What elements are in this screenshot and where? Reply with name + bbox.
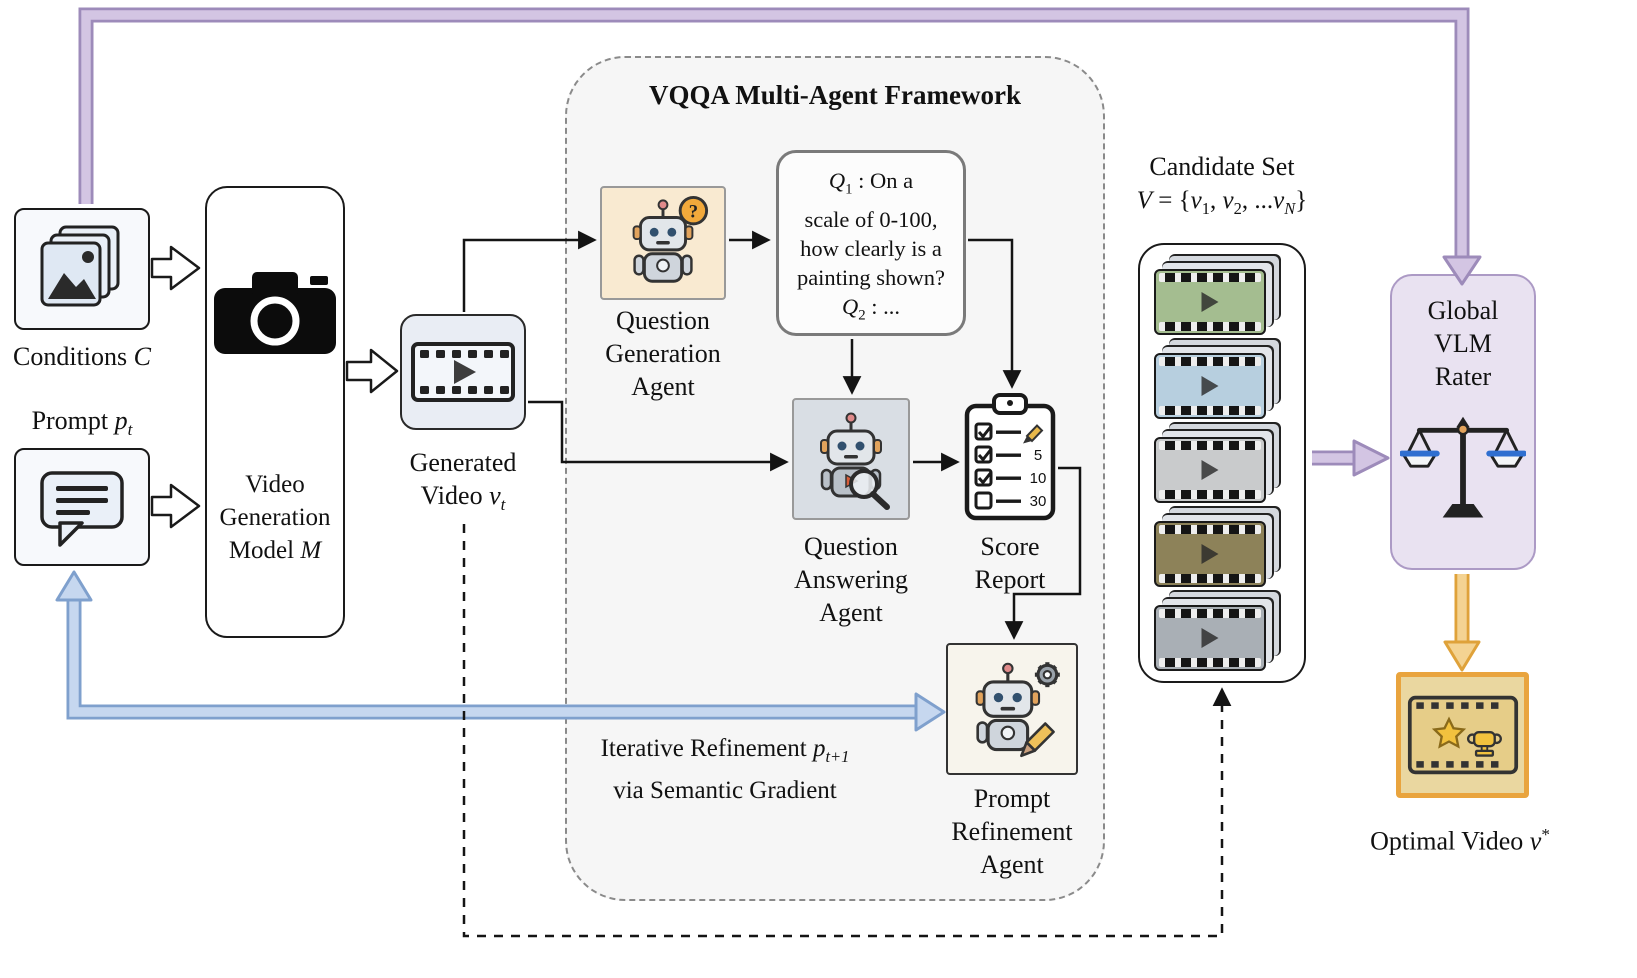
generated-video-box (400, 314, 526, 430)
speech-bubble-icon (40, 471, 124, 547)
block-arrow-model-to-video (345, 348, 399, 394)
film-play-icon (411, 342, 515, 402)
global-vlm-rater-label: Global VLM Rater (1427, 296, 1499, 391)
conditions-box (14, 208, 150, 330)
robot-gear-pencil-icon (975, 662, 1060, 758)
block-arrow-prompt-to-model (150, 483, 201, 529)
clipboard-checklist-icon: 5 10 30 (964, 393, 1056, 521)
conditions-label: Conditions C (13, 342, 151, 371)
block-arrow-conditions-to-model (150, 245, 201, 291)
candidate-video-thumbnail (1154, 521, 1266, 587)
camera-icon (207, 266, 343, 358)
optimal-video-label: Optimal Video v* (1370, 825, 1550, 856)
candidate-set-title: Candidate Set (1149, 152, 1295, 181)
generated-video-label: Generated Video vt (409, 448, 517, 515)
trophy-icon (1466, 731, 1502, 757)
robot-magnifier-icon (820, 412, 890, 510)
question-bubble: Q1 : On a scale of 0-100, how clearly is… (776, 150, 966, 336)
balance-scale-icon (1392, 412, 1534, 530)
score-report-label: Score Report (974, 532, 1046, 594)
candidate-set-box (1138, 243, 1306, 683)
framework-title: VQQA Multi-Agent Framework (649, 80, 1021, 110)
prompt-refinement-agent-label: Prompt Refinement Agent (951, 784, 1073, 879)
score-value-1: 5 (1034, 447, 1042, 464)
score-value-3: 30 (1030, 493, 1047, 510)
question-generation-agent-label: Question Generation Agent (605, 306, 721, 401)
arrow-candidates-to-rater (1312, 439, 1390, 477)
star-icon (1431, 716, 1466, 749)
film-star-trophy-icon (1407, 695, 1518, 775)
candidate-video-thumbnail (1154, 269, 1266, 335)
play-icon (1201, 292, 1219, 312)
candidate-set-formula: V = {v1, v2, ...vN} (1136, 187, 1308, 218)
iterative-refinement-note: Iterative Refinement pt+1 via Semantic G… (600, 735, 850, 804)
question-answering-agent-icon (792, 398, 910, 520)
global-vlm-rater-box: Global VLM Rater (1390, 274, 1536, 570)
prompt-refinement-agent-icon (946, 643, 1078, 775)
score-report-icon: 5 10 30 (963, 392, 1057, 522)
play-icon (1201, 628, 1219, 648)
gear-icon (1034, 662, 1060, 688)
video-generation-model-box: Video Generation Model M (205, 186, 345, 638)
candidate-video-thumbnail (1154, 353, 1266, 419)
candidate-video-thumbnail (1154, 605, 1266, 671)
question-generation-agent-icon: ? (600, 186, 726, 300)
score-value-2: 10 (1030, 470, 1047, 487)
arrow-rater-to-optimal (1443, 574, 1481, 672)
prompt-box (14, 448, 150, 566)
optimal-video-box (1396, 672, 1529, 798)
question-mark-glyph: ? (689, 202, 698, 223)
robot-question-icon: ? (632, 195, 709, 283)
prompt-label: Prompt pt (31, 406, 133, 440)
video-generation-model-label: Video Generation Model M (219, 471, 331, 564)
play-icon (1201, 460, 1219, 480)
play-icon (1201, 544, 1219, 564)
candidate-video-thumbnail (1154, 437, 1266, 503)
photos-stack-icon (40, 225, 120, 307)
play-icon (1201, 376, 1219, 396)
